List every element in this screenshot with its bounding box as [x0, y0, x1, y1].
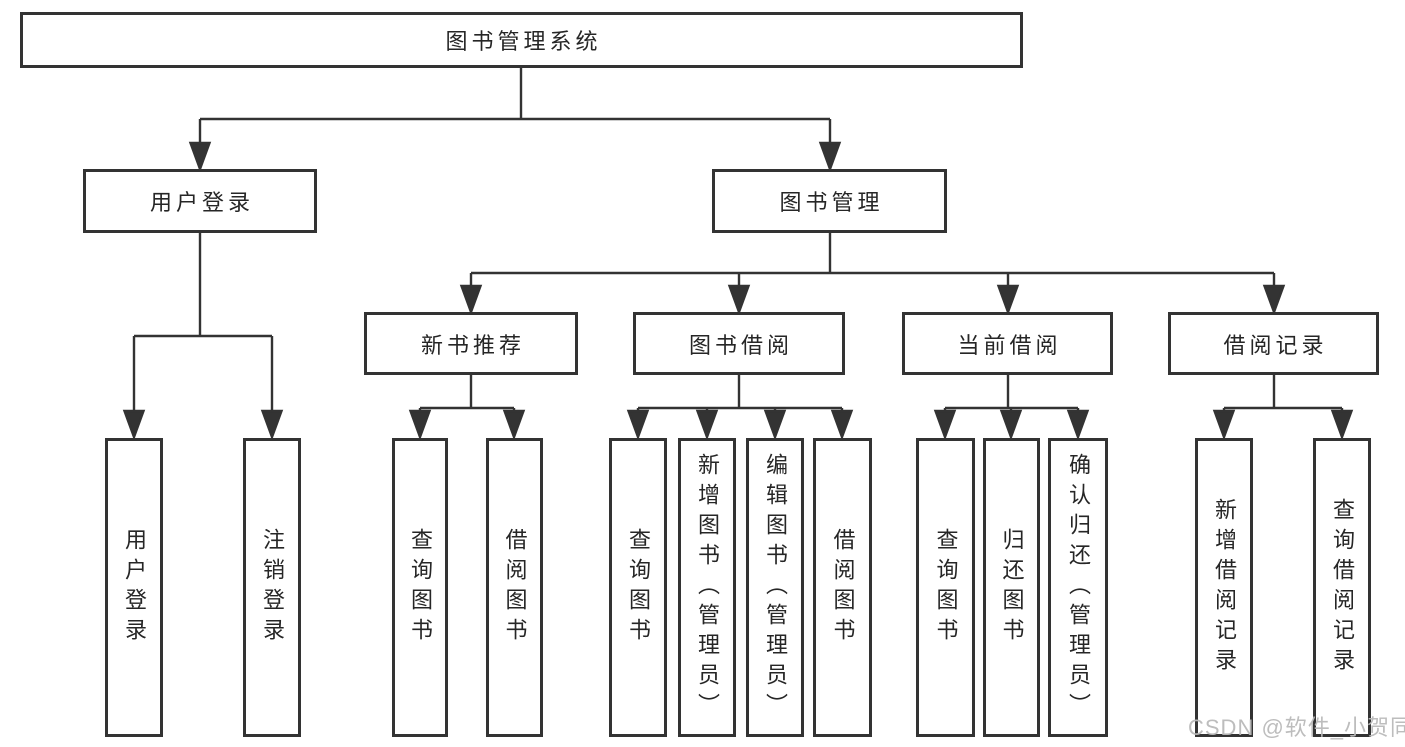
leaf-label: 查询图书	[408, 527, 433, 648]
arrowhead	[1262, 284, 1286, 316]
arrowhead	[1212, 409, 1236, 441]
leaf-label: 查询图书	[933, 527, 959, 648]
connector-root-to-level2	[188, 68, 842, 173]
node-user-login: 用户登录	[83, 169, 317, 233]
node-leaf-add-borrow-record: 新增借阅记录	[1195, 438, 1253, 737]
arrowhead	[1066, 409, 1090, 441]
node-leaf-confirm-return-admin: 确认归还（管理员）	[1048, 438, 1108, 737]
leaf-label: 借阅图书	[502, 527, 528, 648]
node-leaf-query-borrow-record: 查询借阅记录	[1313, 438, 1371, 737]
arrowhead	[122, 409, 146, 441]
node-leaf-user-login: 用户登录	[105, 438, 163, 737]
node-leaf-query-book-2: 查询图书	[609, 438, 667, 737]
leaf-label: 归还图书	[999, 527, 1025, 648]
leaf-label: 用户登录	[122, 527, 147, 648]
connector-new-book-children	[408, 375, 526, 441]
node-leaf-borrow-book-1: 借阅图书	[486, 438, 543, 737]
node-leaf-logout: 注销登录	[243, 438, 301, 737]
node-book-management: 图书管理	[712, 169, 947, 233]
connector-book-mgmt-children	[459, 233, 1286, 316]
arrowhead	[695, 409, 719, 441]
leaf-label: 查询借阅记录	[1330, 497, 1355, 678]
leaf-label: 查询图书	[626, 527, 651, 648]
node-book-borrow: 图书借阅	[633, 312, 845, 375]
leaf-label: 借阅图书	[830, 527, 856, 648]
node-leaf-query-book-3: 查询图书	[916, 438, 975, 737]
arrowhead	[626, 409, 650, 441]
arrowhead	[818, 141, 842, 173]
node-new-book-recommend: 新书推荐	[364, 312, 578, 375]
arrowhead	[763, 409, 787, 441]
arrowhead	[999, 409, 1023, 441]
node-leaf-return-book: 归还图书	[983, 438, 1040, 737]
leaf-label: 新增图书（管理员）	[695, 452, 720, 723]
arrowhead	[1330, 409, 1354, 441]
node-leaf-query-book-1: 查询图书	[392, 438, 448, 737]
arrowhead	[260, 409, 284, 441]
leaf-label: 编辑图书（管理员）	[763, 452, 788, 723]
arrowhead	[996, 284, 1020, 316]
connector-current-borrow-children	[933, 375, 1090, 441]
node-leaf-edit-book-admin: 编辑图书（管理员）	[746, 438, 804, 737]
arrowhead	[830, 409, 854, 441]
node-leaf-borrow-book-2: 借阅图书	[813, 438, 872, 737]
node-leaf-add-book-admin: 新增图书（管理员）	[678, 438, 736, 737]
connector-borrow-records-children	[1212, 375, 1354, 441]
arrowhead	[727, 284, 751, 316]
node-root: 图书管理系统	[20, 12, 1023, 68]
arrowhead	[188, 141, 212, 173]
csdn-watermark: CSDN @软件_小贺同学	[1188, 715, 1405, 740]
arrowhead	[933, 409, 957, 441]
arrowhead	[459, 284, 483, 316]
leaf-label: 确认归还（管理员）	[1066, 452, 1091, 723]
arrowhead	[502, 409, 526, 441]
connector-book-borrow-children	[626, 375, 854, 441]
node-current-borrow: 当前借阅	[902, 312, 1113, 375]
node-borrow-records: 借阅记录	[1168, 312, 1379, 375]
leaf-label: 注销登录	[260, 527, 285, 648]
leaf-label: 新增借阅记录	[1212, 497, 1237, 678]
connector-user-login-children	[122, 233, 284, 441]
arrowhead	[408, 409, 432, 441]
